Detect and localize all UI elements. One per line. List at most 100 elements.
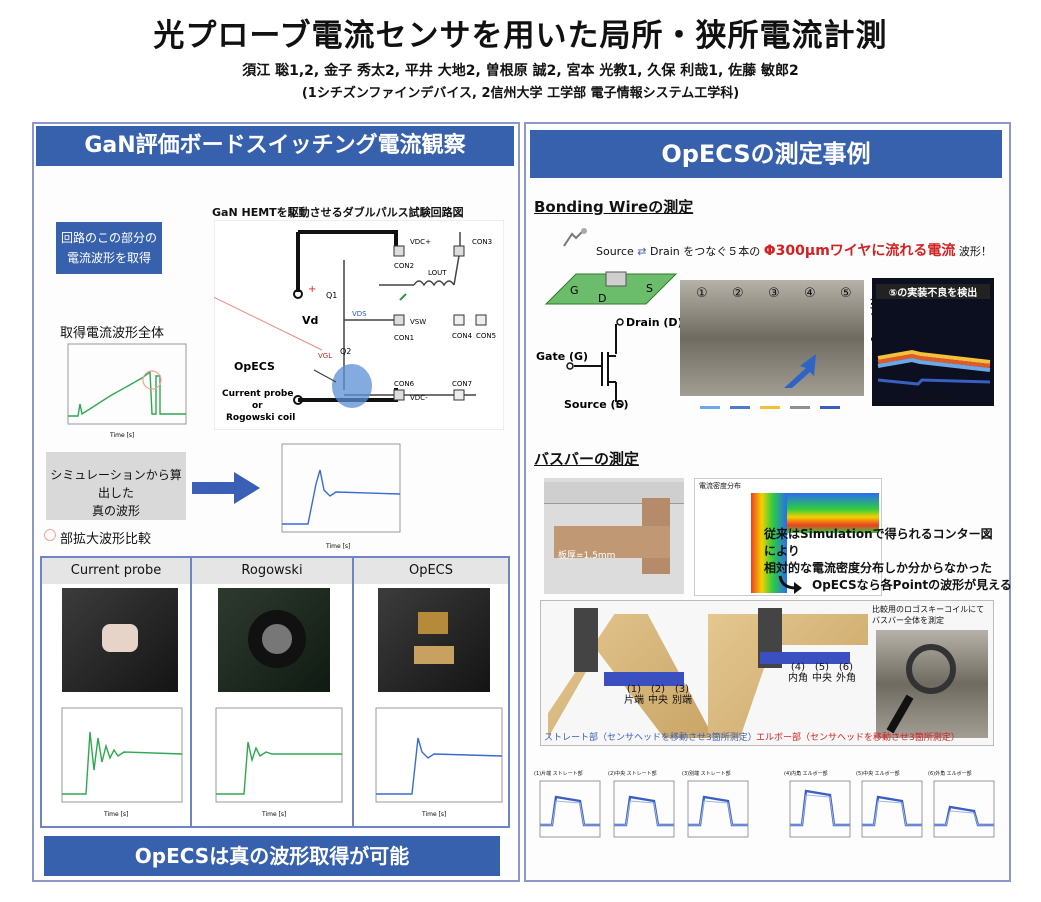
mini-plot-title: (2)中央 ストレート部 <box>608 771 657 777</box>
rogowski-note-line-1: 比較用のロゴスキーコイルにて <box>872 605 985 614</box>
callout-box: 回路のこの部分の 電流波形を取得 <box>56 222 162 274</box>
fault-note: ⑤の実装不良を検出 <box>876 284 990 299</box>
label-source: Source (S) <box>564 398 629 411</box>
swap-arrow-icon: ⇄ <box>637 245 647 258</box>
desc-highlight: Φ300μmワイヤに流れる電流 <box>763 243 956 259</box>
mini-plot-title: (1)片端 ストレート部 <box>534 771 583 777</box>
straight-caption: ストレート部（センサヘッドを移動させ3箇所測定） <box>544 733 757 743</box>
wire-number-3: ③ <box>768 286 780 301</box>
label-con2: CON2 <box>394 262 414 270</box>
left-footer-banner: OpECSは真の波形取得が可能 <box>44 836 500 876</box>
desc-end: 波形！ <box>958 245 992 258</box>
arrow-pointer-icon <box>784 354 816 388</box>
mini-plot-6: (6)外角 エルボー部 <box>928 770 996 858</box>
rogowski-note: 比較用のロゴスキーコイルにて バスバー全体を測定 <box>872 604 988 626</box>
curved-arrow-icon <box>778 575 802 594</box>
label-opecs: OpECS <box>234 360 275 373</box>
sim-note-line-2: 相対的な電流密度分布しか分からなかった <box>764 561 993 575</box>
label-vdc-minus: VDC- <box>410 394 428 402</box>
waveform-current-probe: Time [s] <box>61 707 183 818</box>
full-waveform-label: 取得電流波形全体 <box>60 326 165 341</box>
header-opecs: OpECS <box>354 558 508 584</box>
chip-label-g: G <box>570 284 579 297</box>
rogowski-coil-photo <box>876 630 988 738</box>
label-or: or <box>252 401 263 411</box>
mini-plot-title: (5)中央 エルボー部 <box>856 771 900 777</box>
header-current-probe: Current probe <box>42 558 190 584</box>
header-rogowski: Rogowski <box>192 558 352 584</box>
label-con5: CON5 <box>476 332 496 340</box>
elbow-point-3: (6)外角 <box>836 662 856 684</box>
circuit-title: GaN HEMTを駆動させるダブルパルス試験回路図 <box>212 206 464 219</box>
wire-number-4: ④ <box>804 286 816 301</box>
label-con4: CON4 <box>452 332 473 340</box>
label-vdc-plus: VDC+ <box>410 238 431 246</box>
wire-number-1: ① <box>696 286 708 301</box>
bonding-heading: Bonding Wireの測定 <box>534 198 694 216</box>
busbar-photo: 板厚=1.5mm <box>544 478 684 594</box>
label-q1: Q1 <box>326 291 337 300</box>
legend-swatch-5 <box>820 406 840 409</box>
plus-mark: + <box>308 284 316 295</box>
plate-note: 板厚=1.5mm <box>558 551 616 561</box>
chip-label-d: D <box>598 292 606 305</box>
density-title: 電流密度分布 <box>699 482 741 490</box>
label-con3: CON3 <box>472 238 492 246</box>
opecs-note: OpECSなら各Pointの波形が見える <box>812 578 1012 592</box>
photo-current-probe <box>62 588 178 692</box>
label-q2: Q2 <box>340 347 351 356</box>
rogowski-note-line-2: バスバー全体を測定 <box>872 616 944 625</box>
circle-marker-icon <box>44 529 56 541</box>
callout-line-1: 回路のこの部分の <box>60 231 157 245</box>
label-drain: Drain (D) <box>626 316 682 329</box>
mini-plot-1: (1)片端 ストレート部 <box>534 770 602 858</box>
elbow-point-2: (5)中央 <box>812 662 832 684</box>
bonding-description: Source ⇄ Drain をつなぐ５本の Φ300μmワイヤに流れる電流 波… <box>596 240 992 260</box>
sensor-head-straight <box>574 608 598 672</box>
right-banner: OpECSの測定事例 <box>530 130 1002 178</box>
label-lout: LOUT <box>428 269 447 277</box>
wire-number-2: ② <box>732 286 744 301</box>
label-vgl: VGL <box>318 352 332 360</box>
true-plot-xlabel: Time [s] <box>325 543 350 550</box>
photo-rogowski <box>218 588 330 692</box>
wire-plot-xlabel: Time (ns) <box>914 394 952 402</box>
label-con7: CON7 <box>452 380 472 388</box>
full-plot-xlabel: Time [s] <box>109 432 134 439</box>
straight-point-3: (3)別端 <box>672 684 692 706</box>
legend-swatch-4 <box>790 406 810 409</box>
chip-illustration: G D S <box>544 271 678 305</box>
grid-divider-2 <box>352 558 354 826</box>
label-con1: CON1 <box>394 334 414 342</box>
label-vsw: VSW <box>410 318 426 326</box>
opecs-plot-xlabel: Time [s] <box>421 811 446 818</box>
rogowski-plot-xlabel: Time [s] <box>261 811 286 818</box>
label-vd: Vd <box>302 314 318 327</box>
wire-current-plot: ⑤の実装不良を検出 <box>872 278 994 406</box>
mini-plot-3: (3)別端 ストレート部 <box>682 770 750 858</box>
legend-swatch-1 <box>700 406 720 409</box>
full-waveform-plot: Time [s] <box>67 343 187 439</box>
mini-plot-2: (2)中央 ストレート部 <box>608 770 676 858</box>
label-rogowski: Rogowski coil <box>226 413 295 423</box>
straight-point-1: (1)片端 <box>624 684 644 706</box>
true-waveform-plot: Time [s] <box>281 443 401 550</box>
elbow-caption: エルボー部（センサヘッドを移動させ3箇所測定） <box>756 733 960 743</box>
transistor-symbol: Drain (D) Gate (G) Source (S) <box>536 316 682 411</box>
mini-plot-5: (5)中央 エルボー部 <box>856 770 924 858</box>
label-vds: VDS <box>352 310 367 318</box>
straight-point-2: (2)中央 <box>648 684 668 706</box>
photo-opecs <box>378 588 490 692</box>
elbow-point-1: (4)内角 <box>788 662 808 684</box>
mini-plot-4: (4)内角 エルボー部 <box>784 770 852 858</box>
sim-box-line-2: 真の波形 <box>91 504 140 518</box>
poster-title: 光プローブ電流センサを用いた局所・狭所電流計測 <box>153 18 888 54</box>
hand-icon <box>563 228 587 247</box>
legend-swatch-3 <box>760 406 780 409</box>
wire-legend <box>700 404 850 412</box>
wire-plot-ylabel: Current (A) <box>870 297 879 343</box>
label-current-probe: Current probe <box>222 389 293 399</box>
desc-mid: Drain をつなぐ５本の <box>650 245 761 258</box>
affiliations: (1シチズンファインデバイス, 2信州大学 工学部 電子情報システム工学科) <box>301 86 740 101</box>
